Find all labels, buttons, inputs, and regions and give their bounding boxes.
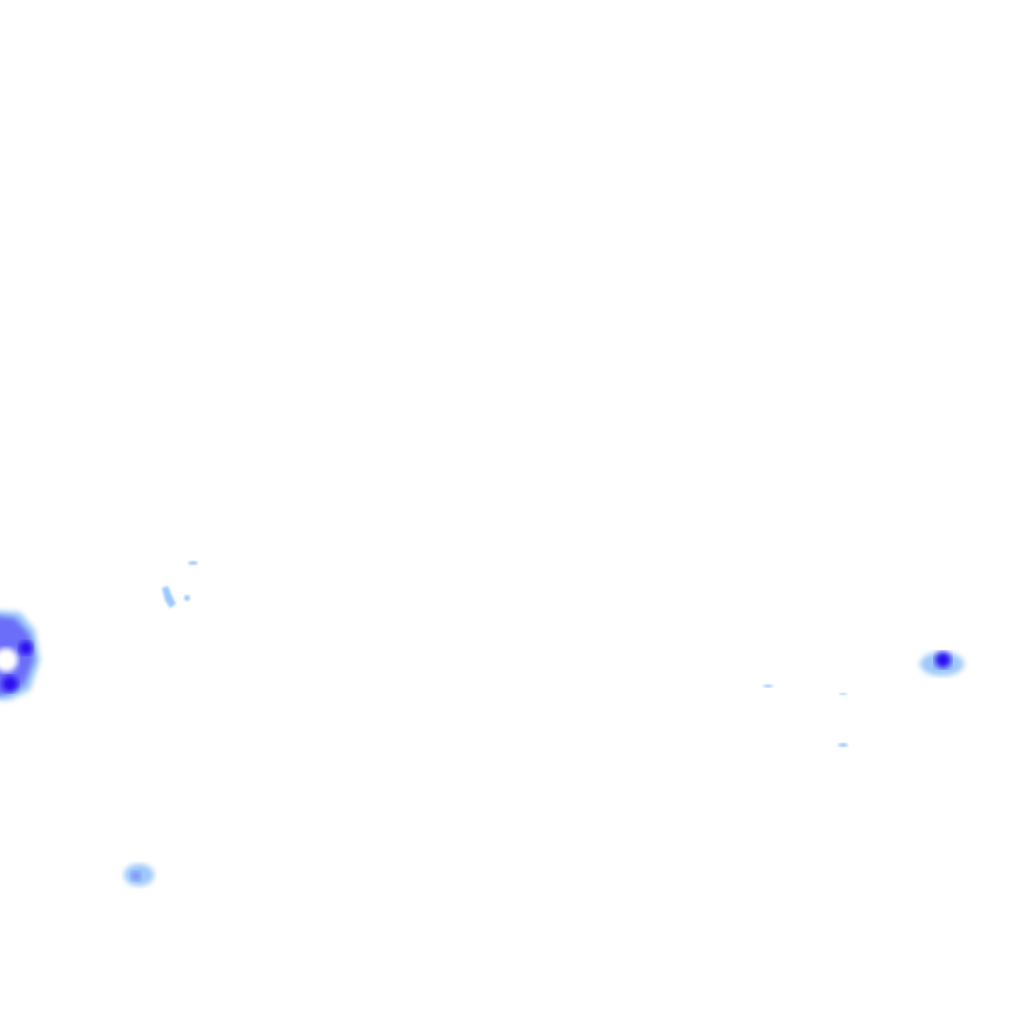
storm-cell-right [920, 652, 964, 676]
light-precip-cells [124, 561, 848, 886]
storm-cell-left [0, 610, 40, 700]
